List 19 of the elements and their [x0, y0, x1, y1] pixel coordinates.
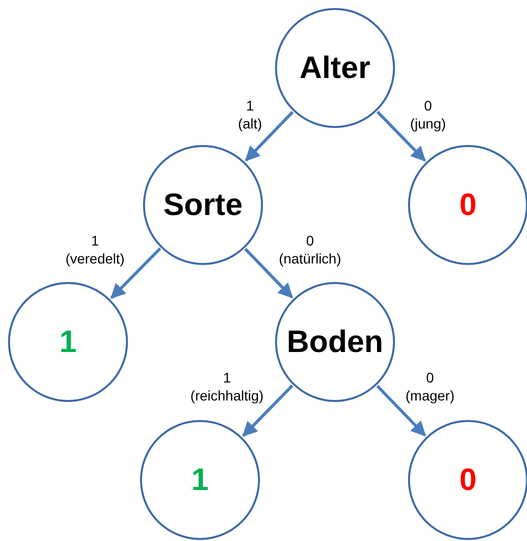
node-label: Sorte: [163, 187, 243, 223]
node-label: Boden: [286, 324, 384, 360]
arrow: [244, 110, 294, 162]
edge-label: 0 (natürlich): [276, 232, 344, 268]
edge-label: 1 (veredelt): [63, 232, 127, 268]
edge-label: 1 (alt): [236, 98, 264, 132]
arrow: [110, 247, 162, 299]
arrow: [376, 384, 426, 436]
node-label: 0: [459, 187, 477, 223]
edge-label: 0 (mager): [404, 370, 456, 404]
node-label: 1: [191, 462, 209, 498]
arrow: [376, 110, 426, 162]
edge-label: 1 (reichhaltig): [188, 370, 266, 404]
arrow: [242, 384, 294, 437]
node-label: Alter: [300, 50, 370, 86]
node-label: 0: [459, 462, 477, 498]
node-label: 1: [59, 324, 77, 360]
arrow: [244, 248, 294, 298]
edge-label: 0 (jung): [408, 98, 448, 132]
